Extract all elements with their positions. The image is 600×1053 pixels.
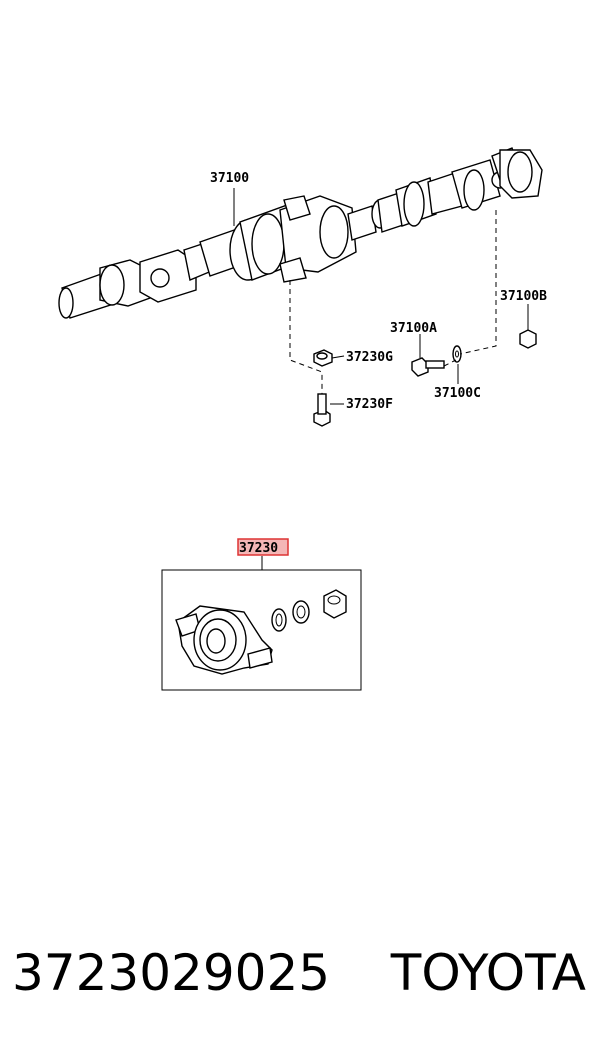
label-37230g: 37230G [346, 350, 393, 365]
part-number: 3723029025 [12, 944, 331, 1002]
bolt-37100a-shape [411, 357, 445, 377]
highlight-37230 [237, 538, 289, 556]
label-37230: 37230 [239, 541, 278, 556]
hardware-illustrations [313, 329, 537, 427]
spacer-ring-shapes [271, 600, 310, 632]
footer: 3723029025 TOYOTA [12, 938, 592, 1008]
bearing-bracket-shape [175, 605, 273, 675]
label-37100: 37100 [210, 171, 249, 186]
label-37100c: 37100C [434, 386, 481, 401]
bolt-37230f-shape [313, 393, 331, 427]
nut-shape [323, 589, 347, 619]
center-bearing-assembly: 37230 [161, 538, 362, 691]
label-37230f: 37230F [346, 397, 393, 412]
nut-37100b-shape [519, 329, 537, 349]
brand-name: TOYOTA [390, 944, 586, 1002]
parts-diagram: 37100 37100B 37100A 37230G 37100C 37230F… [58, 147, 547, 691]
assembly-frame [161, 569, 362, 691]
washer-37100c-shape [452, 345, 462, 363]
leader-lines [233, 188, 529, 570]
nut-37230g-shape [313, 349, 333, 367]
label-37100b: 37100B [500, 289, 547, 304]
propeller-shaft-illustration [58, 147, 543, 319]
label-37100a: 37100A [390, 321, 437, 336]
